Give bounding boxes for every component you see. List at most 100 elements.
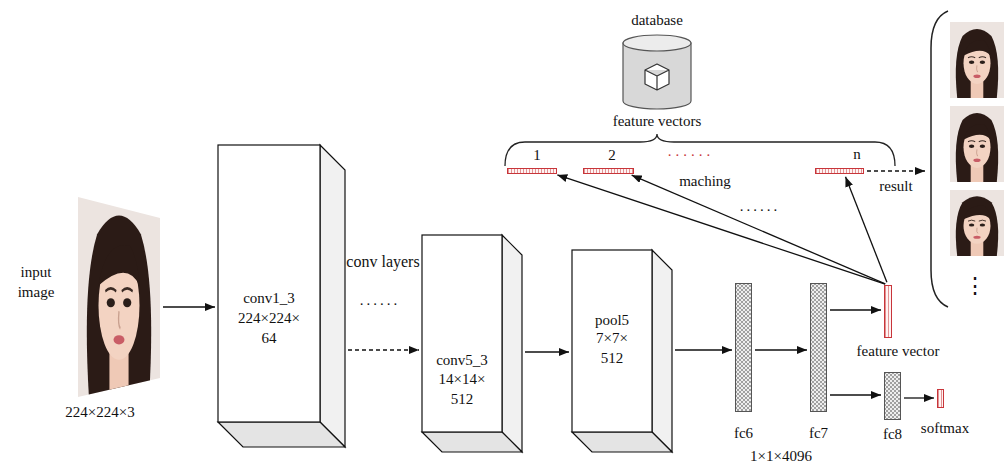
text-holder: 224×224× 64 <box>233 308 305 348</box>
slab-front <box>422 235 502 432</box>
text-holder: fc6 <box>734 423 753 443</box>
slab-front <box>218 145 320 422</box>
arrow-connector <box>163 306 215 307</box>
bar-outline <box>937 389 944 408</box>
text-holder: input image <box>11 262 61 302</box>
arrow-connector <box>525 351 569 352</box>
slab-bottom <box>572 432 672 452</box>
arrow-connector <box>830 394 881 395</box>
arrow-connector <box>867 170 925 171</box>
feature-vector: feature vector <box>884 285 892 338</box>
arrow-connector <box>348 349 419 350</box>
slab-side <box>652 250 672 452</box>
bar-outline <box>583 168 634 174</box>
bar-rect <box>816 169 864 174</box>
arrow-connector <box>675 349 732 350</box>
bar-rect <box>508 169 557 174</box>
stored-vector: 1 <box>507 168 557 174</box>
edge-label: result <box>877 176 914 196</box>
arrow-connector <box>755 349 807 350</box>
cylinder-body <box>623 43 691 109</box>
result-photo <box>950 22 1004 98</box>
fc-layer: fc6 <box>735 283 752 412</box>
bar-outline <box>884 285 892 338</box>
text-holder: conv1_3 <box>243 288 295 308</box>
node-label: conv1_3 <box>243 288 295 308</box>
cylinder-top <box>623 35 691 51</box>
text-holder: fc7 <box>809 423 828 443</box>
input-image: input image224×224×3 <box>78 197 160 397</box>
arrow-connector <box>904 397 934 398</box>
bar-outline <box>507 168 557 174</box>
fc-layer: fc7 <box>810 283 827 412</box>
node-label: softmax <box>921 418 969 438</box>
stored-vector: 2 <box>583 168 634 174</box>
stage-label: conv layers <box>346 252 419 272</box>
node-label: 1 <box>533 145 541 165</box>
group-label: feature vectors <box>613 111 702 131</box>
node-label: ⋮ <box>964 276 986 296</box>
text-holder: n <box>853 144 861 164</box>
text-holder: softmax <box>921 418 969 438</box>
label-holder: maching <box>679 171 731 191</box>
label-holder: conv layers <box>346 252 419 272</box>
ellipsis: ...... <box>360 290 401 310</box>
result-panel: ⋮ <box>928 8 1007 310</box>
label-holder: ...... <box>360 290 401 310</box>
result-photo <box>950 106 1004 182</box>
arrow-connector <box>830 309 881 310</box>
ellipsis: ...... <box>668 141 715 161</box>
label-holder: ...... <box>668 141 715 161</box>
slab-outline <box>422 235 522 452</box>
text-holder: 1 <box>533 145 541 165</box>
node-label: 224×224×3 <box>65 402 134 422</box>
cube-icon <box>645 64 669 90</box>
database-cylinder: database <box>622 34 692 110</box>
slab-bottom <box>422 432 522 452</box>
group-bracket <box>505 134 895 166</box>
node-label: input image <box>11 262 61 302</box>
text-holder: 224×224×3 <box>65 402 134 422</box>
slab-front <box>572 250 652 432</box>
bar-rect <box>938 390 944 408</box>
node-label: database <box>631 10 683 30</box>
text-holder: pool5 <box>595 310 629 330</box>
note-label: maching <box>679 171 731 191</box>
slab-side <box>502 235 522 452</box>
node-label: fc8 <box>883 424 902 444</box>
node-label: fc6 <box>734 423 753 443</box>
text-holder: 14×14× 512 <box>434 369 490 409</box>
conv-layer: conv5_314×14× 512 <box>422 235 522 452</box>
node-label: 7×7× 512 <box>589 328 635 368</box>
fc-layer: fc8 <box>884 372 901 420</box>
label-holder: 1×1×4096 <box>750 446 812 466</box>
node-label: fc7 <box>809 423 828 443</box>
pool-layer: pool57×7× 512 <box>572 250 672 452</box>
node-label: conv5_3 <box>436 350 488 370</box>
text-holder: 2 <box>608 145 616 165</box>
text-holder: fc8 <box>883 424 902 444</box>
bar-rect <box>811 284 827 412</box>
label-holder: feature vectors <box>613 111 702 131</box>
bar-outline <box>735 283 752 412</box>
slab-side <box>320 145 345 447</box>
node-label: feature vector <box>857 341 940 361</box>
ellipsis: ...... <box>740 196 781 216</box>
slab-bottom <box>218 422 345 447</box>
edge-label-holder: result <box>877 176 914 196</box>
bar-outline <box>815 168 864 174</box>
conv-layer: conv1_3224×224× 64 <box>218 145 345 447</box>
label-holder: ...... <box>740 196 781 216</box>
bar-rect <box>885 373 901 420</box>
bar-rect <box>885 286 892 338</box>
cyl-outline <box>622 34 692 110</box>
node-label: 224×224× 64 <box>233 308 305 348</box>
bar-outline <box>810 283 827 412</box>
result-bracket <box>931 11 948 307</box>
bar-outline <box>884 372 901 420</box>
text-holder: conv5_3 <box>436 350 488 370</box>
stored-vector: n <box>815 168 864 174</box>
bar-rect <box>584 169 634 174</box>
